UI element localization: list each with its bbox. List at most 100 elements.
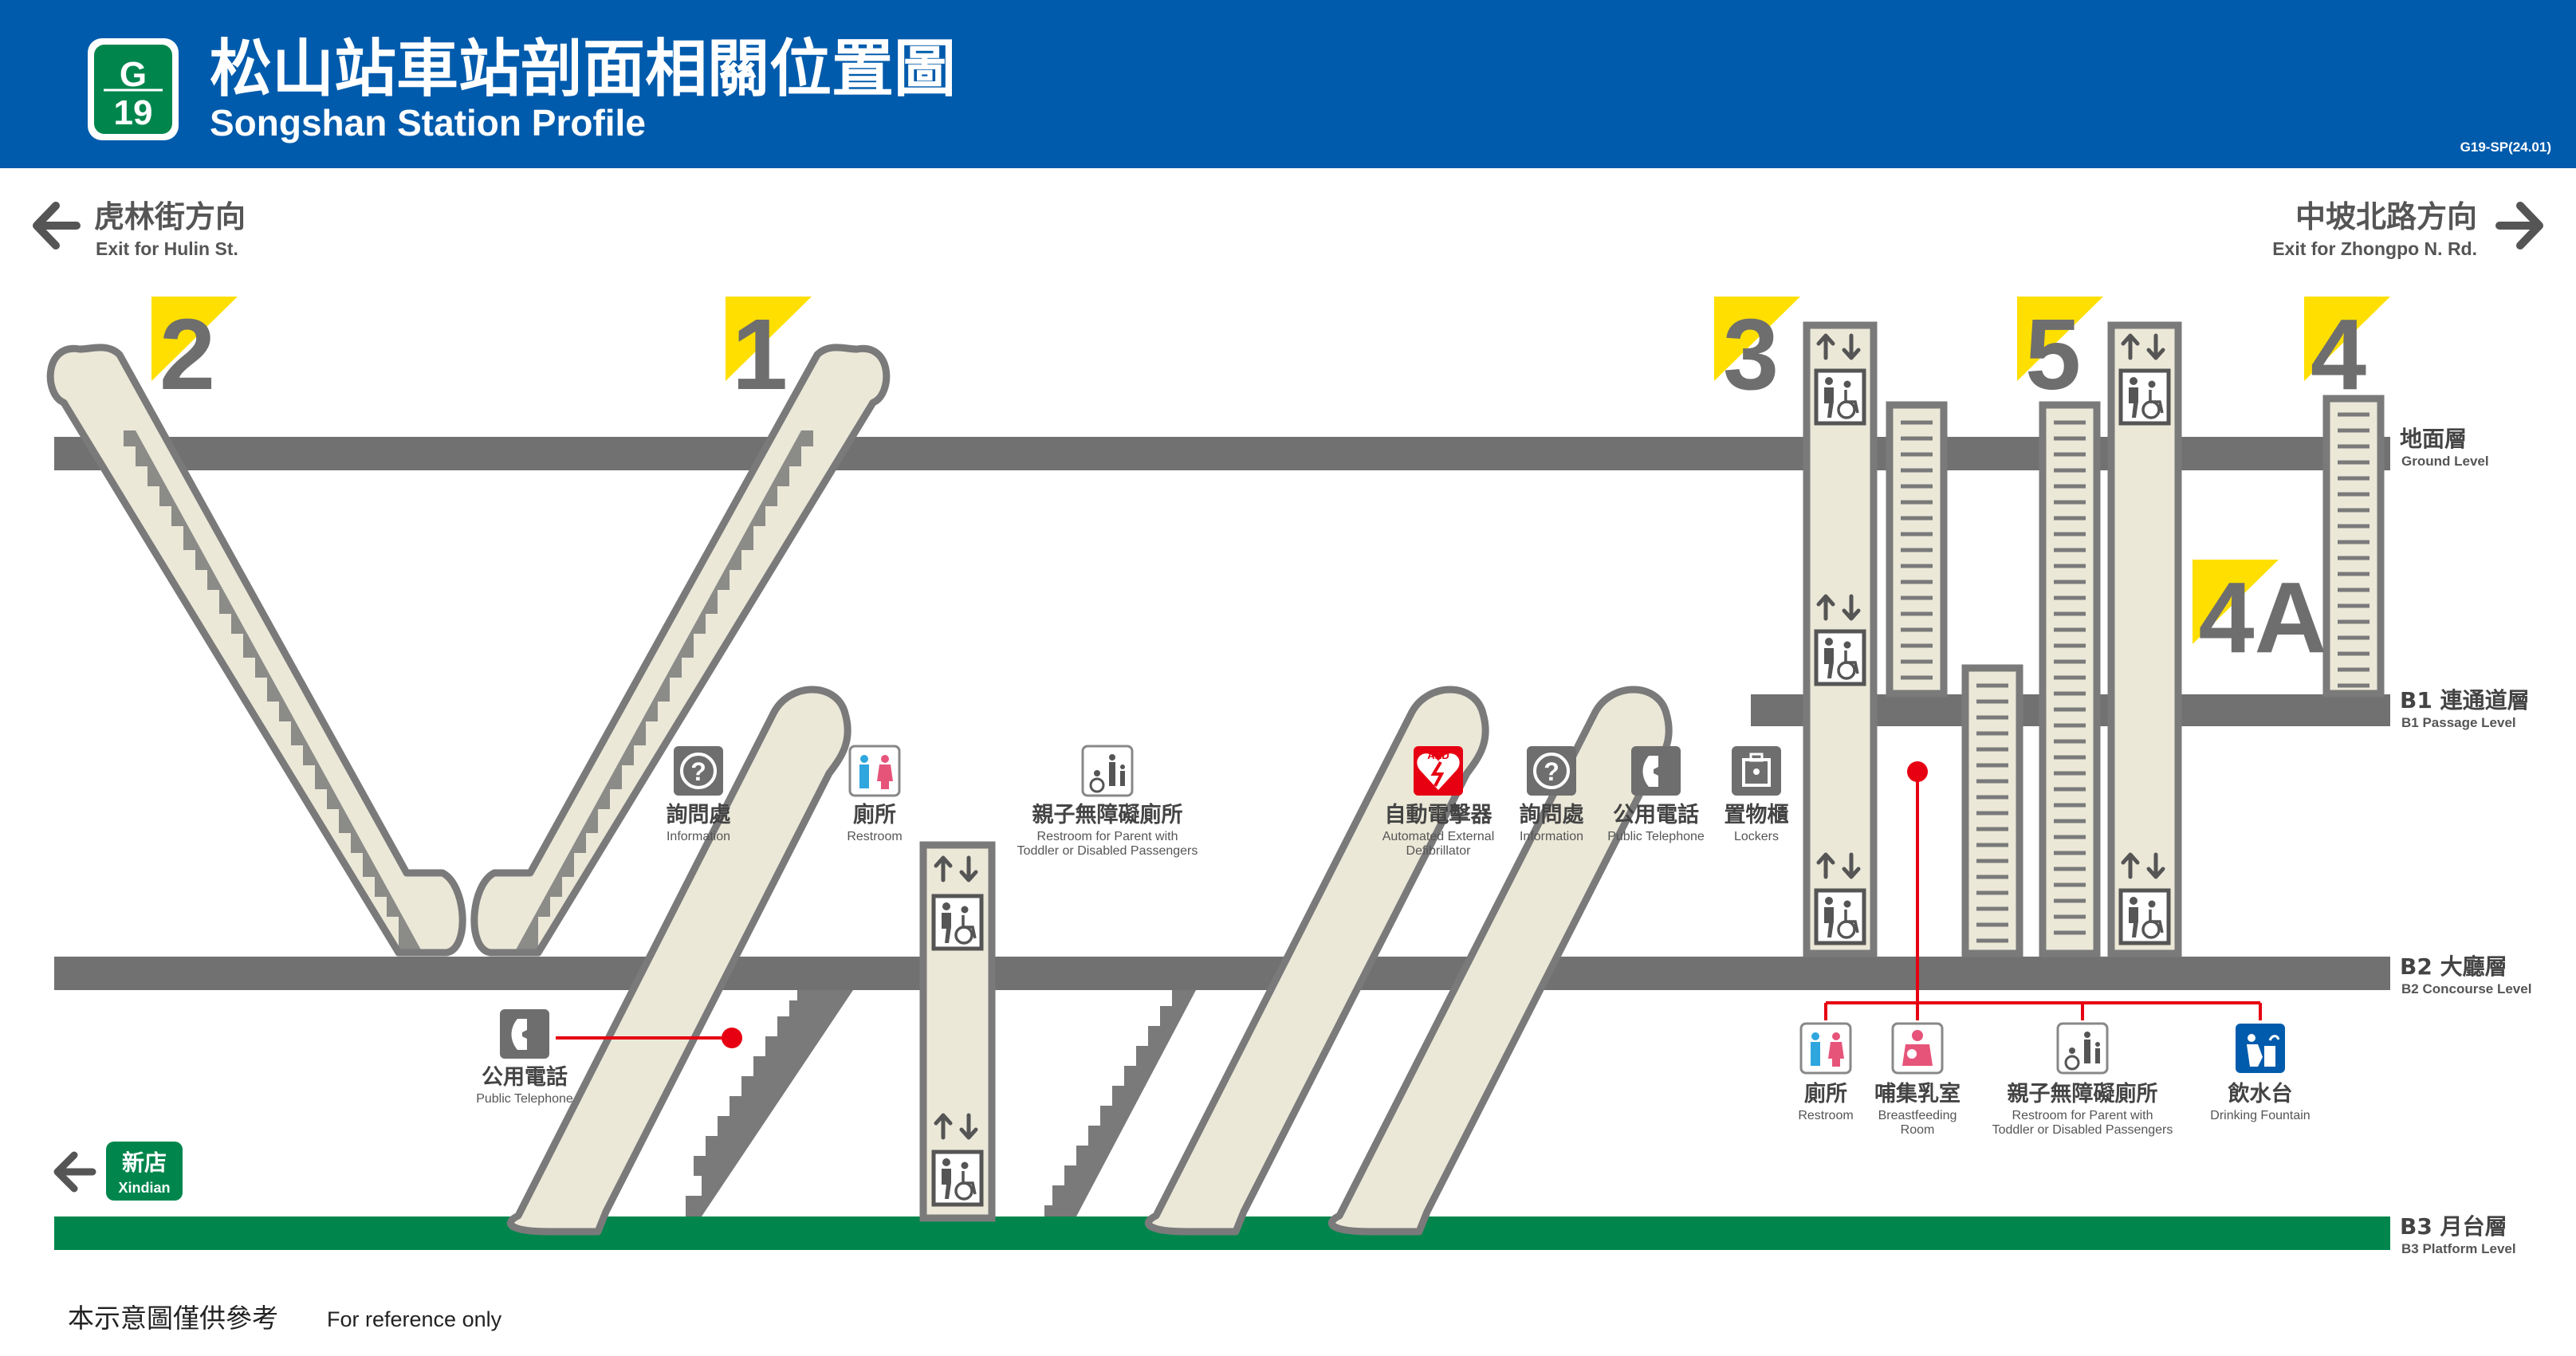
info-2: ? 詢問處 Information	[1520, 746, 1584, 843]
direction-right-en: Exit for Zhongpo N. Rd.	[2272, 238, 2477, 259]
svg-text:飲水台: 飲水台	[2228, 1081, 2293, 1106]
svg-text:?: ?	[1544, 757, 1559, 786]
exit-2-number: 2	[159, 298, 215, 411]
b3-level-zh: B3 月台層	[2400, 1213, 2507, 1240]
svg-text:Information: Information	[1520, 830, 1583, 843]
svg-text:廁所: 廁所	[853, 802, 896, 827]
restroom-icon	[1799, 1022, 1852, 1075]
family-restroom-2: 親子無障礙廁所 Restroom for Parent with Toddler…	[1992, 1022, 2173, 1137]
platform-direction-en: Xindian	[118, 1180, 170, 1196]
elevator-accessible-icon	[2121, 890, 2169, 943]
concourse-platform-elevator	[919, 841, 996, 1222]
family-restroom-1: 親子無障礙廁所 Restroom for Parent with Toddler…	[1017, 745, 1198, 858]
breastfeeding-room: 哺集乳室 Breastfeeding Room	[1874, 1022, 1961, 1137]
telephone-icon	[500, 1009, 549, 1059]
family-restroom-icon	[2056, 1022, 2109, 1075]
exit-1-tag: 1	[726, 297, 812, 411]
svg-text:Automated External: Automated External	[1382, 830, 1495, 843]
svg-text:哺集乳室: 哺集乳室	[1874, 1081, 1961, 1106]
badge-line: G	[120, 55, 147, 94]
svg-text:Defibrillator: Defibrillator	[1406, 844, 1472, 858]
phone-2: 公用電話 Public Telephone	[476, 1009, 573, 1106]
exit-4a-number: 4A	[2198, 561, 2326, 674]
svg-text:置物櫃: 置物櫃	[1725, 803, 1789, 827]
drinking-fountain-icon	[2236, 1024, 2285, 1073]
exit-2-escalator	[46, 344, 466, 957]
elevator-accessible-icon	[1816, 631, 1864, 684]
platform-direction-zh: 新店	[122, 1150, 167, 1176]
svg-text:Toddler or Disabled Passengers: Toddler or Disabled Passengers	[1017, 844, 1198, 858]
svg-text:親子無障礙廁所: 親子無障礙廁所	[2008, 1081, 2158, 1106]
svg-text:Restroom for Parent with: Restroom for Parent with	[2012, 1109, 2153, 1122]
stair-b1-b2	[1961, 664, 2023, 957]
drinking-fountain: 飲水台 Drinking Fountain	[2210, 1024, 2311, 1122]
svg-text:Toddler or Disabled Passengers: Toddler or Disabled Passengers	[1992, 1123, 2173, 1137]
exit-1-escalator	[470, 344, 891, 957]
exit-3-elevator	[1803, 321, 1878, 957]
arrow-right-icon	[2495, 202, 2543, 250]
exit-4-stair	[2322, 395, 2385, 698]
svg-text:自動電擊器: 自動電擊器	[1385, 802, 1493, 827]
aed-station: AED 自動電擊器 Automated External Defibrillat…	[1382, 746, 1495, 858]
exit-1-number: 1	[732, 298, 788, 411]
phone-2-leader	[556, 1028, 742, 1048]
footer-note-en: For reference only	[327, 1307, 502, 1331]
page-title-en: Songshan Station Profile	[210, 102, 646, 143]
platform-direction: 新店 Xindian	[53, 1142, 183, 1201]
arrow-left-icon	[53, 1151, 96, 1193]
svg-text:詢問處: 詢問處	[1520, 802, 1584, 827]
header-band	[0, 0, 2576, 168]
svg-text:Information: Information	[667, 830, 730, 843]
phone-1: 公用電話 Public Telephone	[1607, 746, 1705, 843]
restroom-1: 廁所 Restroom	[847, 745, 903, 843]
elevator-accessible-icon	[934, 896, 981, 949]
exit-5-stair	[2039, 401, 2101, 957]
svg-text:Public Telephone: Public Telephone	[476, 1092, 573, 1106]
lockers: 置物櫃 Lockers	[1725, 746, 1789, 843]
b3-level-en: B3 Platform Level	[2401, 1241, 2516, 1256]
b2-level-zh: B2 大廳層	[2400, 953, 2507, 980]
exit-5-elevator	[2107, 321, 2182, 957]
exit-5-tag: 5	[2017, 297, 2103, 411]
elevator-accessible-icon	[1816, 371, 1864, 423]
diagram-code: G19-SP(24.01)	[2460, 140, 2551, 155]
restroom-icon	[848, 745, 901, 797]
svg-text:AED: AED	[1427, 749, 1449, 761]
badge-number: 19	[114, 93, 153, 132]
svg-text:Room: Room	[1901, 1123, 1935, 1137]
b1-level-zh: B1 連通道層	[2400, 687, 2530, 713]
direction-left-en: Exit for Hulin St.	[96, 238, 238, 259]
info-1: ? 詢問處 Information	[667, 746, 731, 843]
svg-text:Restroom: Restroom	[1798, 1109, 1853, 1122]
svg-text:Restroom for Parent with: Restroom for Parent with	[1037, 830, 1178, 843]
arrow-left-icon	[33, 202, 81, 250]
ground-level-en: Ground Level	[2401, 454, 2489, 469]
b1-level-en: B1 Passage Level	[2401, 715, 2516, 730]
leader-dot	[1907, 761, 1928, 782]
b2-level-slab	[54, 957, 2390, 990]
direction-left-zh: 虎林街方向	[94, 199, 246, 234]
svg-text:Public Telephone: Public Telephone	[1607, 830, 1705, 843]
footer-note-zh: 本示意圖僅供參考	[68, 1303, 278, 1334]
ground-level-zh: 地面層	[2400, 426, 2467, 452]
elevator-accessible-icon	[1816, 890, 1864, 943]
svg-text:廁所: 廁所	[1804, 1081, 1847, 1106]
svg-text:Breastfeeding: Breastfeeding	[1878, 1109, 1957, 1122]
svg-text:Drinking Fountain: Drinking Fountain	[2210, 1109, 2310, 1122]
svg-text:親子無障礙廁所: 親子無障礙廁所	[1032, 802, 1183, 827]
ground-level-slab	[54, 437, 2390, 470]
svg-text:詢問處: 詢問處	[667, 802, 731, 827]
platform-stair-1	[686, 990, 853, 1216]
telephone-icon	[1631, 746, 1681, 796]
exit-5-number: 5	[2025, 298, 2081, 411]
direction-right-zh: 中坡北路方向	[2295, 199, 2477, 234]
exit-2-tag: 2	[151, 297, 238, 411]
page-title-zh: 松山站車站剖面相關位置圖	[210, 33, 956, 105]
line-badge: G 19	[88, 38, 179, 140]
svg-text:Restroom: Restroom	[847, 830, 902, 843]
svg-text:?: ?	[690, 757, 706, 786]
elevator-accessible-icon	[934, 1152, 981, 1205]
right-facilities-leader	[1824, 772, 2262, 1020]
exit-4-number: 4	[2311, 298, 2366, 411]
